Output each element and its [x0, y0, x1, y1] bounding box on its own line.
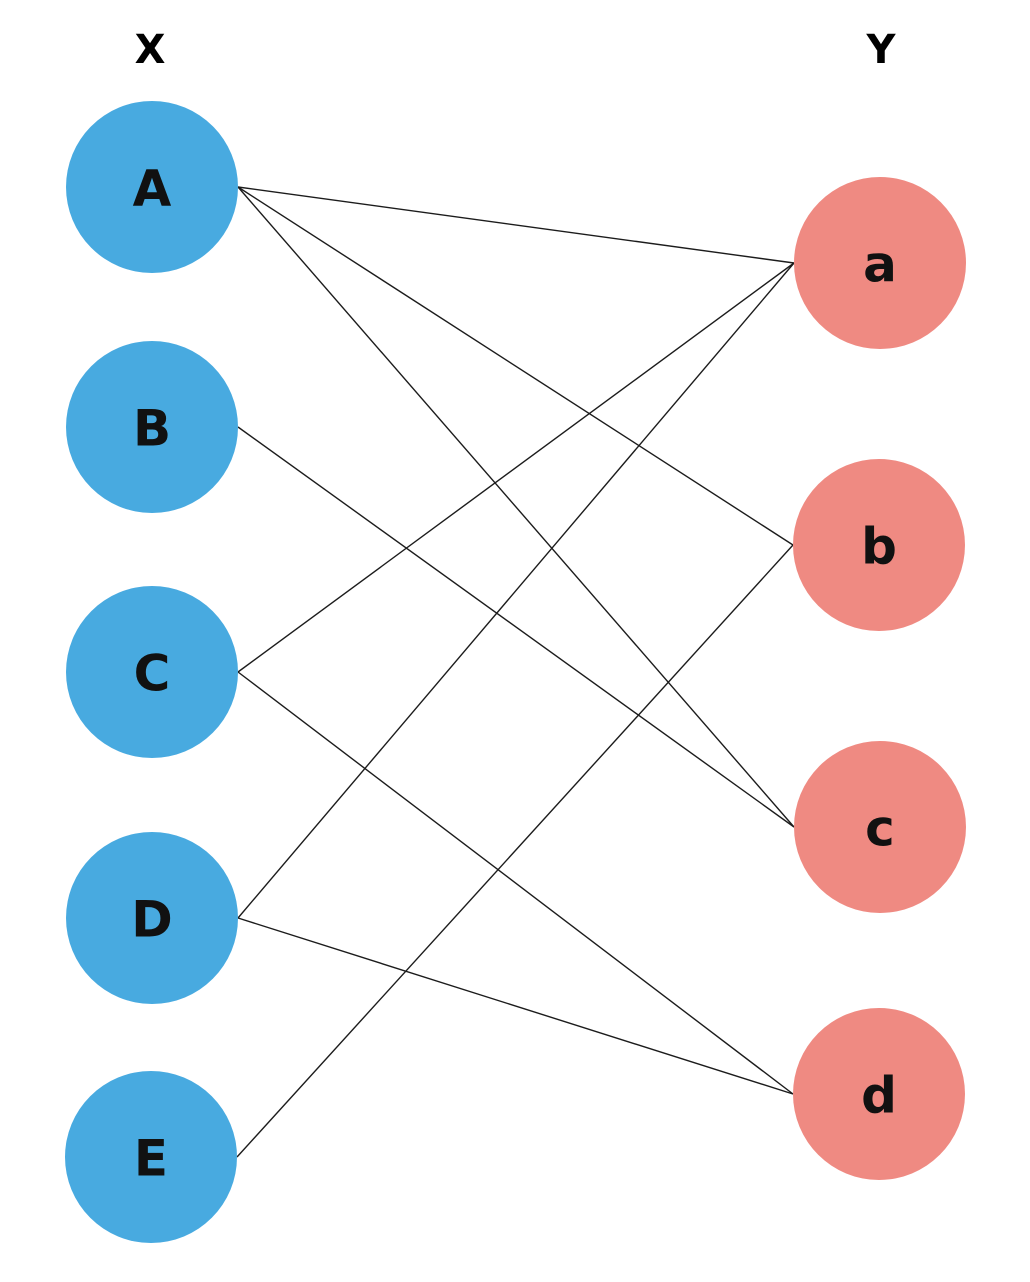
edge-C-a	[237, 262, 795, 673]
node-E-label: E	[134, 1130, 168, 1188]
node-A	[66, 101, 238, 273]
node-c	[794, 741, 966, 913]
node-b	[793, 459, 965, 631]
right-column-header: Y	[866, 27, 896, 73]
edge-A-a	[237, 186, 795, 264]
node-d	[793, 1008, 965, 1180]
node-C-label: C	[134, 645, 171, 703]
edge-D-a	[237, 262, 795, 919]
node-A-label: A	[133, 160, 172, 218]
node-B-label: B	[133, 400, 171, 458]
node-B	[66, 341, 238, 513]
edge-A-b	[237, 186, 794, 546]
node-D-label: D	[131, 891, 173, 949]
edge-D-d	[237, 917, 794, 1095]
node-d-label: d	[861, 1067, 897, 1125]
edge-C-d	[237, 671, 794, 1095]
node-b-label: b	[861, 518, 897, 576]
left-column-header: X	[134, 27, 166, 73]
edge-E-b	[236, 544, 794, 1158]
node-c-label: c	[865, 800, 895, 858]
node-a-label: a	[863, 236, 897, 294]
node-D	[66, 832, 238, 1004]
node-C	[66, 586, 238, 758]
edge-A-c	[237, 186, 795, 828]
node-E	[65, 1071, 237, 1243]
edge-B-c	[237, 426, 795, 828]
node-a	[794, 177, 966, 349]
